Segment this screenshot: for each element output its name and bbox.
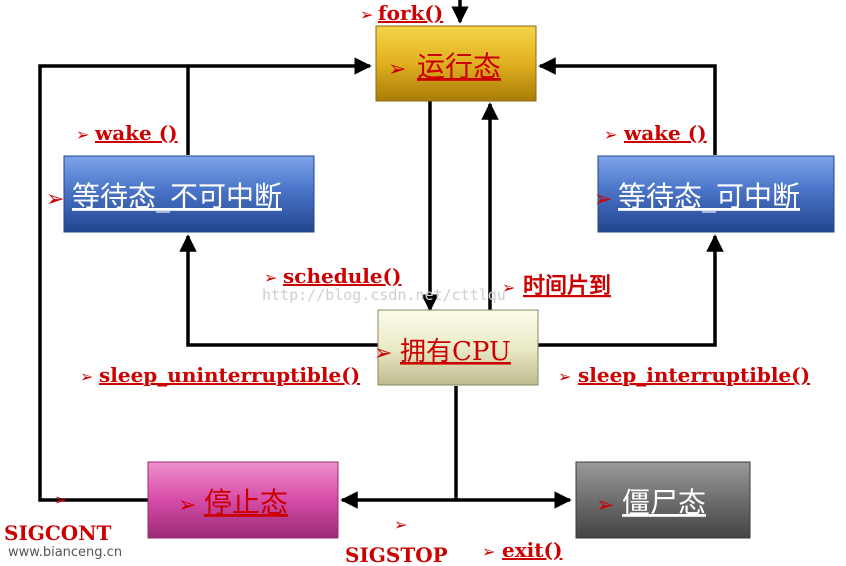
state-running[interactable]: ➢ 运行态 xyxy=(375,25,537,102)
bullet-icon: ➢ xyxy=(482,542,495,561)
bullet-icon: ➢ xyxy=(264,268,277,287)
arrow-sleep-uninterruptible xyxy=(179,234,378,347)
label-schedule: ➢ schedule() xyxy=(264,264,401,288)
timeslice-label: 时间片到 xyxy=(523,273,611,299)
bullet-icon: ➢ xyxy=(558,367,571,386)
bullet-icon: ➢ xyxy=(374,341,392,366)
arrow-wake-left xyxy=(186,57,372,155)
bullet-icon: ➢ xyxy=(80,367,93,386)
state-wait-interruptible-label: 等待态_可中断 xyxy=(618,180,800,213)
site-url: www.bianceng.cn xyxy=(8,545,122,560)
state-cpu-label: 拥有CPU xyxy=(400,337,511,367)
bullet-icon: ➢ xyxy=(604,125,617,144)
bullet-icon: ➢ xyxy=(502,278,515,297)
bullet-icon: ➢ xyxy=(178,493,196,518)
sigstop-label: SIGSTOP xyxy=(345,543,448,566)
label-sleep-interruptible: ➢ sleep_interruptible() xyxy=(558,363,810,387)
state-cpu[interactable]: ➢ 拥有CPU xyxy=(374,309,539,386)
label-sigcont: ➢ SIGCONT xyxy=(4,490,112,545)
state-wait-uninterruptible[interactable]: ➢ 等待态_不可中断 xyxy=(46,155,315,233)
bullet-icon: ➢ xyxy=(394,515,407,534)
bullet-icon: ➢ xyxy=(596,493,614,518)
arrow-sigcont xyxy=(38,64,188,502)
arrow-wake-right xyxy=(538,57,717,155)
bullet-icon: ➢ xyxy=(360,5,373,24)
sigcont-label: SIGCONT xyxy=(4,521,112,545)
state-wait-interruptible[interactable]: ➢ 等待态_可中断 xyxy=(594,155,835,233)
label-wake-right: ➢ wake () xyxy=(604,121,707,145)
sleep-interruptible-label: sleep_interruptible() xyxy=(578,363,810,387)
label-sigstop: ➢ SIGSTOP xyxy=(345,515,448,566)
fork-label: fork() xyxy=(378,1,443,25)
bullet-icon: ➢ xyxy=(594,187,612,212)
connectors xyxy=(38,0,724,509)
state-zombie[interactable]: ➢ 僵尸态 xyxy=(575,461,751,539)
wake-right-label: wake () xyxy=(623,121,707,145)
state-zombie-label: 僵尸态 xyxy=(622,486,706,519)
state-running-label: 运行态 xyxy=(417,50,501,83)
arrow-sleep-interruptible xyxy=(538,234,724,347)
state-stopped-label: 停止态 xyxy=(204,486,288,519)
bullet-icon: ➢ xyxy=(76,125,89,144)
label-fork: ➢ fork() xyxy=(360,1,443,25)
watermark-text: http://blog.csdn.net/cttlqu xyxy=(262,286,506,304)
label-timeslice: ➢ 时间片到 xyxy=(502,273,611,299)
state-wait-uninterruptible-label: 等待态_不可中断 xyxy=(72,180,282,213)
label-wake-left: ➢ wake () xyxy=(76,121,178,145)
bullet-icon: ➢ xyxy=(54,490,67,509)
exit-label: exit() xyxy=(502,538,562,562)
schedule-label: schedule() xyxy=(283,264,401,288)
bullet-icon: ➢ xyxy=(46,187,64,212)
wake-left-label: wake () xyxy=(94,121,178,145)
label-exit: ➢ exit() xyxy=(482,538,562,562)
label-sleep-uninterruptible: ➢ sleep_uninterruptible() xyxy=(80,363,360,387)
sleep-uninterruptible-label: sleep_uninterruptible() xyxy=(99,363,360,387)
bullet-icon: ➢ xyxy=(388,57,406,82)
state-stopped[interactable]: ➢ 停止态 xyxy=(147,461,339,539)
